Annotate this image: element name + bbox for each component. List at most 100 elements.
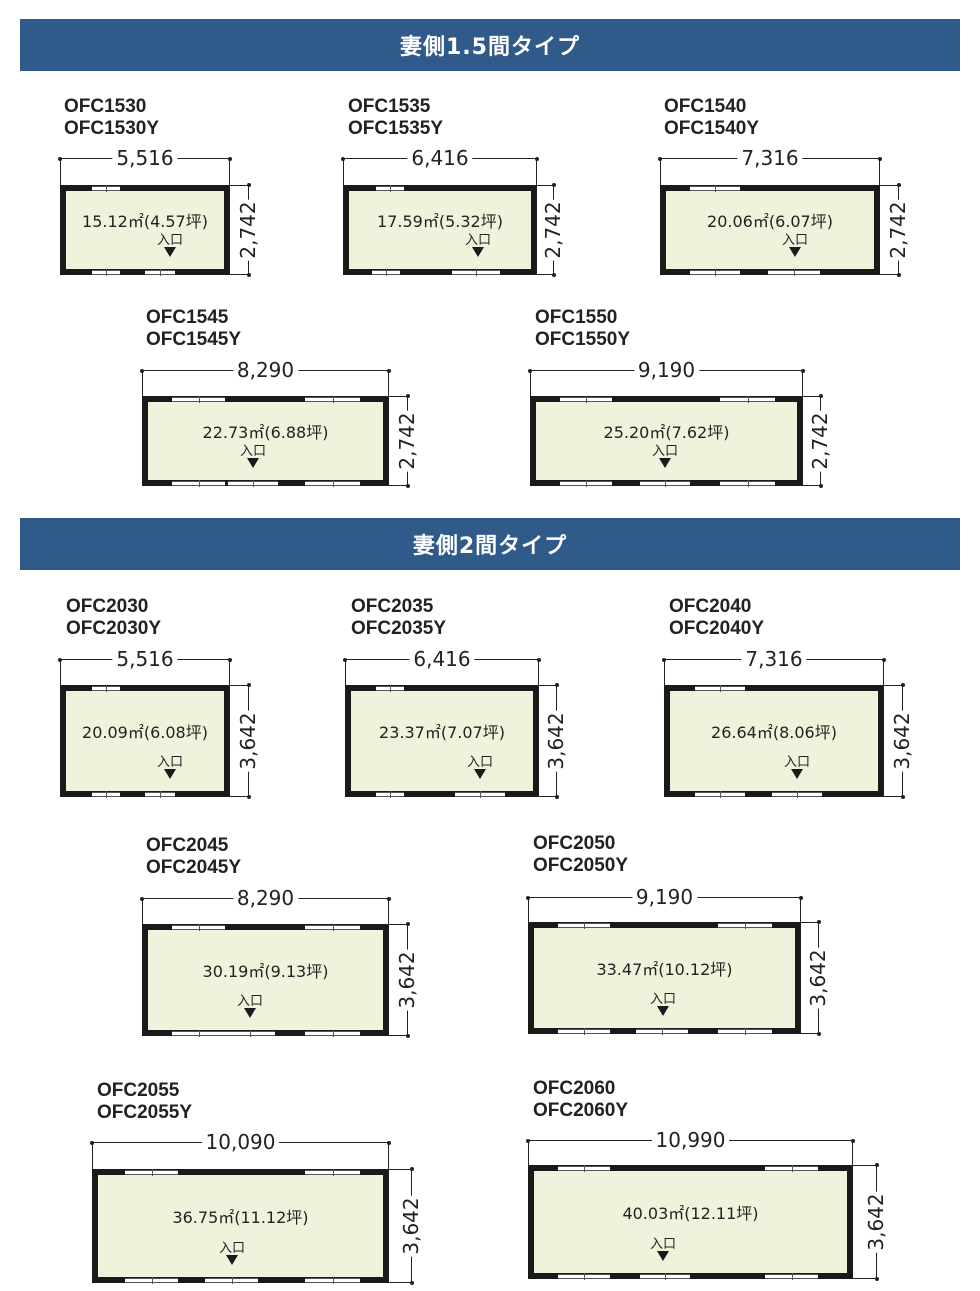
model-code: OFC2055Y	[97, 1102, 193, 1123]
entrance-label: 入口	[239, 444, 267, 459]
width-label: 5,516	[112, 146, 178, 170]
dimension-extension	[389, 924, 407, 925]
window-opening	[92, 268, 120, 276]
section-banner-2: 妻側2間タイプ	[20, 518, 960, 570]
dimension-tick	[900, 795, 905, 799]
entrance-arrow-icon	[164, 247, 176, 257]
model-code: OFC2035	[351, 596, 434, 617]
window-opening	[695, 684, 745, 692]
width-label: 10,990	[651, 1128, 730, 1152]
floor-area-label: 20.09㎡(6.08坪)	[82, 723, 208, 742]
window-opening	[640, 479, 690, 487]
window-opening	[560, 479, 612, 487]
width-label: 5,516	[112, 647, 178, 671]
depth-label: 2,742	[541, 199, 565, 261]
dimension-tick	[551, 183, 556, 187]
depth-label: 3,642	[395, 949, 419, 1011]
dimension-extension	[230, 685, 248, 686]
window-opening	[768, 268, 820, 276]
dimension-extension	[388, 1142, 389, 1169]
dimension-extension	[142, 898, 143, 924]
window-opening	[372, 268, 400, 276]
room-floor	[345, 685, 539, 797]
dimension-tick	[551, 273, 556, 277]
entrance-arrow-icon	[657, 1251, 669, 1261]
floor-area-label: 40.03㎡(12.11坪)	[622, 1204, 759, 1223]
window-opening	[305, 1029, 360, 1037]
window-opening	[145, 790, 175, 798]
dimension-extension	[345, 659, 346, 685]
dimension-extension	[539, 796, 556, 797]
model-code: OFC2060	[533, 1078, 616, 1099]
dimension-extension	[660, 158, 661, 185]
window-opening	[228, 479, 278, 487]
dimension-tick	[228, 657, 232, 662]
entrance-arrow-icon	[789, 247, 801, 257]
window-opening	[765, 1164, 818, 1172]
dimension-tick	[405, 1034, 410, 1038]
dimension-tick	[896, 273, 901, 277]
window-opening	[772, 790, 822, 798]
window-opening	[92, 790, 120, 798]
dimension-extension	[538, 659, 539, 685]
entrance-arrow-icon	[247, 458, 259, 468]
dimension-extension	[664, 659, 665, 685]
dimension-extension	[388, 370, 389, 396]
depth-label: 2,742	[886, 199, 910, 261]
entrance-label: 入口	[649, 1237, 677, 1252]
window-opening	[376, 184, 404, 192]
entrance-label: 入口	[783, 755, 811, 770]
window-opening	[640, 1272, 690, 1280]
floor-area-label: 23.37㎡(7.07坪)	[379, 723, 505, 742]
depth-label: 3,642	[864, 1191, 888, 1253]
model-code: OFC2030Y	[66, 618, 162, 639]
model-code: OFC1535	[348, 96, 431, 117]
floor-area-label: 17.59㎡(5.32坪)	[377, 212, 503, 231]
width-label: 6,416	[409, 647, 475, 671]
entrance-arrow-icon	[659, 458, 671, 468]
dimension-extension	[880, 185, 898, 186]
window-opening	[172, 923, 225, 931]
window-opening	[765, 1272, 818, 1280]
window-opening	[145, 268, 175, 276]
window-opening	[305, 395, 360, 403]
dimension-tick	[387, 896, 391, 901]
window-opening	[695, 790, 745, 798]
dimension-tick	[387, 368, 391, 373]
model-code: OFC1540Y	[664, 118, 760, 139]
room-floor	[528, 1165, 853, 1279]
window-opening	[376, 684, 404, 692]
dimension-extension	[853, 1165, 876, 1166]
dimension-extension	[389, 1169, 411, 1170]
dimension-extension	[880, 274, 898, 275]
dimension-extension	[60, 158, 61, 185]
dimension-extension	[537, 185, 553, 186]
model-code: OFC2060Y	[533, 1100, 629, 1121]
dimension-extension	[92, 1142, 93, 1169]
dimension-extension	[389, 485, 407, 486]
dimension-extension	[230, 274, 248, 275]
model-code: OFC1550	[535, 307, 618, 328]
depth-label: 3,642	[806, 947, 830, 1009]
dimension-extension	[536, 158, 537, 185]
dimension-extension	[803, 396, 820, 397]
dimension-tick	[874, 1163, 879, 1167]
section-title-2: 妻側2間タイプ	[412, 534, 568, 559]
floor-area-label: 33.47㎡(10.12坪)	[596, 960, 733, 979]
dimension-extension	[229, 158, 230, 185]
window-opening	[560, 395, 612, 403]
entrance-label: 入口	[464, 233, 492, 248]
model-code: OFC2055	[97, 1080, 180, 1101]
dimension-extension	[883, 659, 884, 685]
window-opening	[225, 1029, 275, 1037]
entrance-arrow-icon	[244, 1008, 256, 1018]
section-title-1: 妻側1.5間タイプ	[400, 35, 580, 60]
entrance-arrow-icon	[791, 769, 803, 779]
model-code: OFC2040	[669, 596, 752, 617]
depth-label: 2,742	[395, 410, 419, 472]
